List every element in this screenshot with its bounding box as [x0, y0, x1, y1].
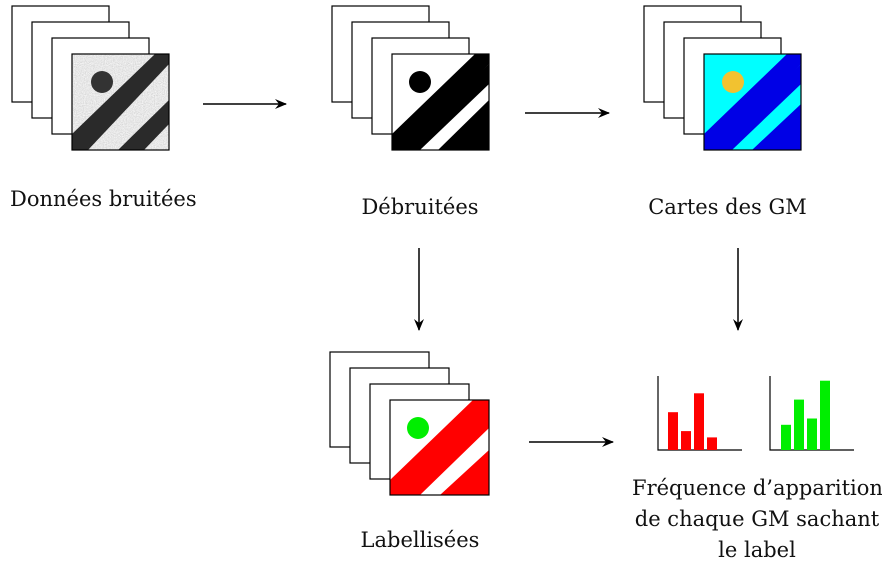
green-histogram-bar [820, 380, 830, 450]
label-denoised: Débruitées [361, 195, 479, 219]
green-histogram-bar [781, 424, 791, 450]
label-gm-maps: Cartes des GM [648, 195, 807, 219]
labelled-front-frame [389, 399, 490, 496]
red-histogram-bar [668, 412, 678, 450]
label-frequency-line-1: Fréquence d’apparition [632, 476, 882, 500]
labelled-image-stack [329, 351, 490, 496]
gm-front-image [704, 54, 801, 150]
label-frequency: Fréquence d’apparition de chaque GM sach… [632, 473, 882, 566]
green-histogram [769, 376, 854, 451]
red-histogram [657, 376, 742, 451]
red-histogram-bar [707, 437, 717, 450]
noisy-front-frame [71, 53, 170, 151]
label-labelled: Labellisées [360, 528, 480, 552]
label-frequency-line-2: de chaque GM sachant [634, 507, 880, 531]
noisy-front-image [72, 54, 169, 150]
gm-front-frame [703, 53, 802, 151]
label-noisy-data: Données bruitées [10, 187, 197, 211]
red-histogram-bar [694, 393, 704, 450]
gm-maps-image-stack [643, 5, 802, 151]
denoised-front-image [392, 54, 489, 150]
green-histogram-bar [807, 418, 817, 450]
labelled-front-image [390, 400, 489, 495]
red-histogram-bar [681, 431, 691, 450]
denoised-front-frame [391, 53, 490, 151]
denoised-image-stack [331, 5, 490, 151]
label-frequency-line-3: le label [718, 538, 796, 562]
green-histogram-bar [794, 399, 804, 450]
noisy-image-stack [11, 5, 170, 151]
